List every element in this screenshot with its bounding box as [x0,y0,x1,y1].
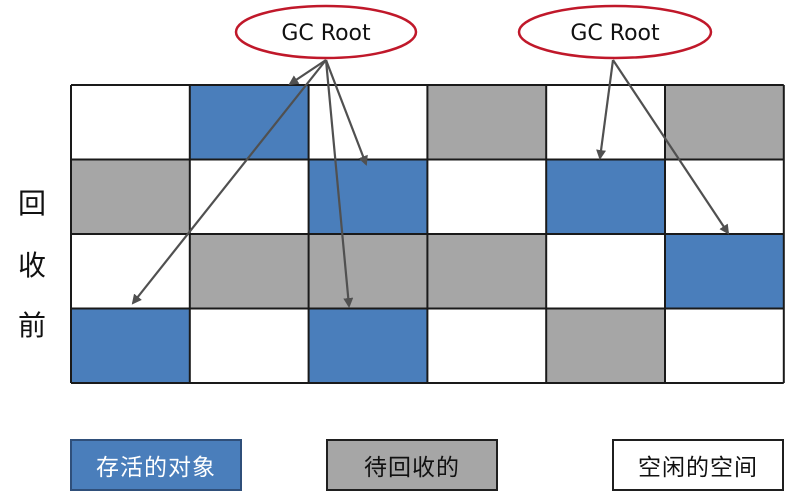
grid-cell-garbage [71,159,190,234]
grid-cell-garbage [665,85,784,160]
grid-cell-free [427,159,547,234]
gc-root-ellipse [517,4,713,60]
legend-garbage-label: 待回收的 [364,455,460,481]
grid-cell-free [71,85,190,160]
grid-cell-garbage [427,85,547,160]
side-label-char: 前 [18,309,46,342]
side-label-char: 收 [18,249,46,282]
grid-cell-alive [665,234,784,309]
grid-cell-free [665,308,784,383]
reference-arrow [596,59,615,160]
reference-arrow [612,59,730,235]
legend-free-label: 空闲的空间 [638,455,758,481]
grid-cell-free [427,308,547,383]
gc-root-label: GC Root [570,21,660,46]
grid-cell-alive [71,308,190,383]
grid-cell-alive [308,308,428,383]
reference-arrows [131,59,730,308]
grid-cell-alive [189,85,309,160]
gc-root-ellipse [234,4,418,60]
legend-free: 空闲的空间 [612,439,784,491]
side-label-char: 回 [18,187,46,220]
grid-cell-alive [308,159,428,234]
grid-cell-free [189,159,309,234]
grid-cell-alive [546,159,665,234]
reference-arrow [324,59,354,308]
grid-cell-free [546,234,665,309]
grid-cell-free [665,159,784,234]
side-label: 回收前 [18,187,46,342]
grid-cell-free [308,85,428,160]
reference-arrow [131,59,327,305]
reference-arrow [288,59,327,86]
gc-roots: GC Root GC Root [234,4,713,60]
legend-garbage: 待回收的 [326,439,498,491]
grid-cell-garbage [427,234,547,309]
gc-root-label: GC Root [281,21,371,46]
grid-lines [70,84,785,384]
grid-cell-garbage [308,234,428,309]
reference-arrow [324,59,368,166]
grid-cell-garbage [546,308,665,383]
legend-alive-label: 存活的对象 [96,455,216,481]
grid-cell-garbage [189,234,309,309]
memory-grid [71,85,784,383]
legend-alive: 存活的对象 [70,439,242,491]
grid-cell-free [189,308,309,383]
grid-cell-free [71,234,190,309]
